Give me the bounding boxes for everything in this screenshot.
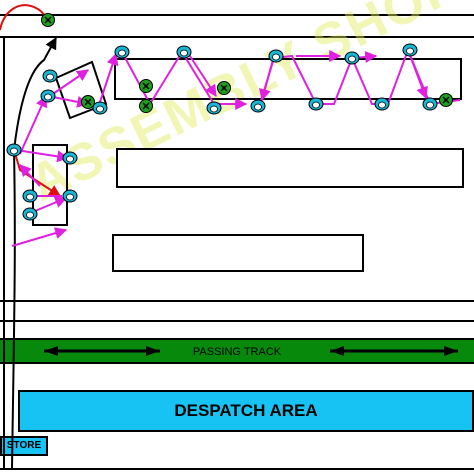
assembly-line-box-top [114,58,462,100]
lower-rail [0,468,474,470]
sub-assembly-box-left [32,144,68,226]
work-area-box-lower [112,234,364,272]
mid-rail-2 [0,320,474,322]
mid-rail-1 [0,300,474,302]
passing-track-label: PASSING TRACK [192,346,282,358]
magenta-flow-route [11,47,461,247]
despatch-area: DESPATCH AREA [18,390,474,432]
second-rail [0,36,474,38]
passing-track-arrows [44,346,458,356]
top-rail [0,14,474,16]
work-area-box-middle [116,148,464,188]
sub-assembly-quad [54,60,108,120]
vertical-conveyor-lines [3,36,57,469]
